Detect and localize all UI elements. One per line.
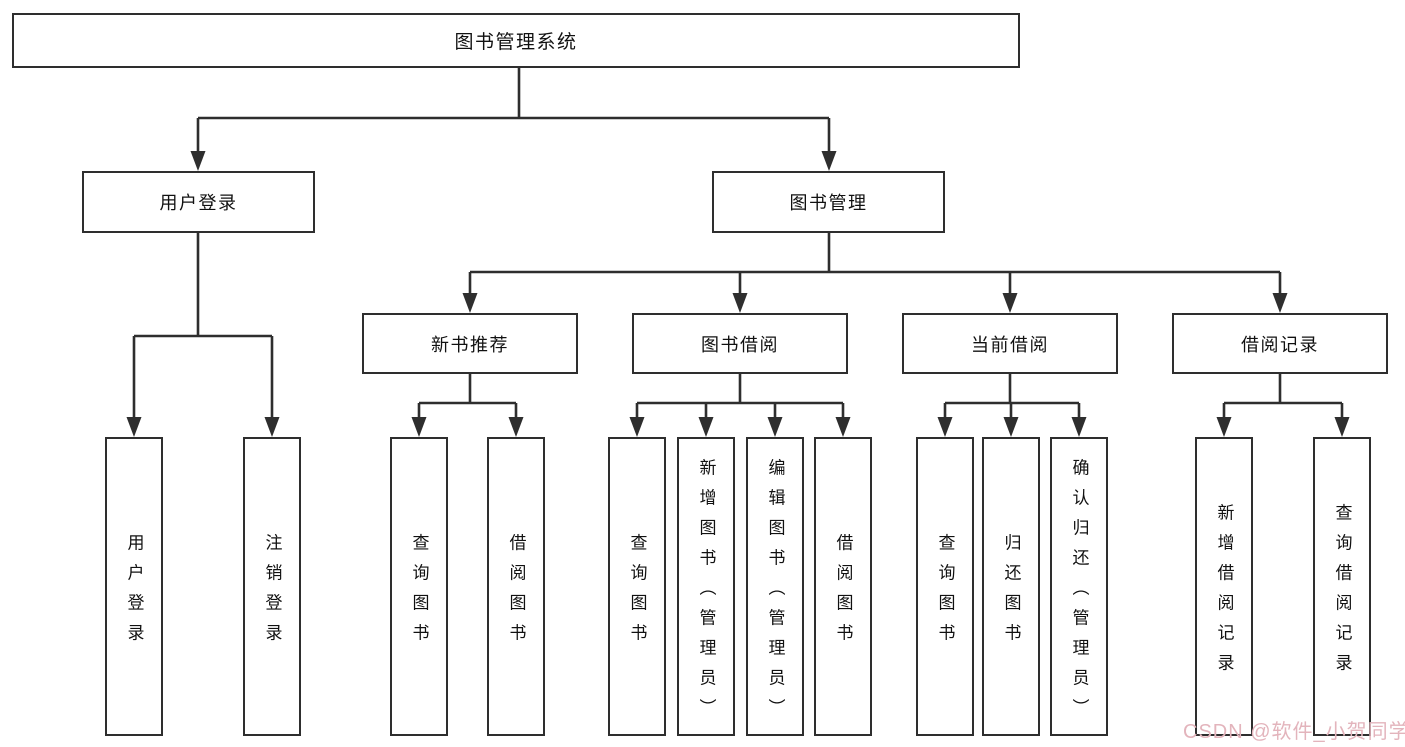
node-book-management: 图书管理	[712, 171, 945, 233]
node-library-system: 图书管理系统	[12, 13, 1020, 68]
leaf-user-login-label: 用户登录	[124, 533, 144, 653]
leaf-logout-label: 注销登录	[262, 533, 282, 653]
leaf-cb-query-books: 查询图书	[916, 437, 974, 736]
leaf-cb-query-books-label: 查询图书	[935, 533, 955, 653]
node-book-management-label: 图书管理	[789, 193, 868, 213]
leaf-bb-add-books-admin-label: 新增图书（管理员）	[696, 458, 716, 728]
leaf-br-query-record-label: 查询借阅记录	[1332, 503, 1352, 683]
leaf-user-login: 用户登录	[105, 437, 163, 736]
node-user-login: 用户登录	[82, 171, 315, 233]
leaf-bb-query-books-label: 查询图书	[627, 533, 647, 653]
node-book-borrow: 图书借阅	[632, 313, 848, 374]
leaf-bb-borrow-books: 借阅图书	[814, 437, 872, 736]
leaf-cb-return-books-label: 归还图书	[1001, 533, 1021, 653]
node-user-login-label: 用户登录	[159, 193, 238, 213]
leaf-cb-return-books: 归还图书	[982, 437, 1040, 736]
leaf-nbr-query-books-label: 查询图书	[409, 533, 429, 653]
node-current-borrow: 当前借阅	[902, 313, 1118, 374]
leaf-bb-edit-books-admin: 编辑图书（管理员）	[746, 437, 804, 736]
node-new-book-recommend: 新书推荐	[362, 313, 578, 374]
leaf-nbr-borrow-books: 借阅图书	[487, 437, 545, 736]
leaf-br-add-record-label: 新增借阅记录	[1214, 503, 1234, 683]
leaf-bb-query-books: 查询图书	[608, 437, 666, 736]
leaf-nbr-query-books: 查询图书	[390, 437, 448, 736]
node-library-system-label: 图书管理系统	[454, 32, 578, 53]
leaf-bb-add-books-admin: 新增图书（管理员）	[677, 437, 735, 736]
leaf-bb-edit-books-admin-label: 编辑图书（管理员）	[765, 458, 785, 728]
leaf-logout: 注销登录	[243, 437, 301, 736]
leaf-cb-confirm-return-admin-label: 确认归还（管理员）	[1069, 458, 1089, 728]
leaf-nbr-borrow-books-label: 借阅图书	[506, 533, 526, 653]
node-current-borrow-label: 当前借阅	[971, 334, 1049, 355]
leaf-br-query-record: 查询借阅记录	[1313, 437, 1371, 736]
node-book-borrow-label: 图书借阅	[701, 334, 779, 355]
node-borrow-records-label: 借阅记录	[1241, 334, 1319, 355]
node-new-book-recommend-label: 新书推荐	[431, 334, 509, 355]
leaf-cb-confirm-return-admin: 确认归还（管理员）	[1050, 437, 1108, 736]
node-borrow-records: 借阅记录	[1172, 313, 1388, 374]
leaf-bb-borrow-books-label: 借阅图书	[833, 533, 853, 653]
watermark: CSDN @软件_小贺同学	[1183, 721, 1405, 743]
leaf-br-add-record: 新增借阅记录	[1195, 437, 1253, 736]
